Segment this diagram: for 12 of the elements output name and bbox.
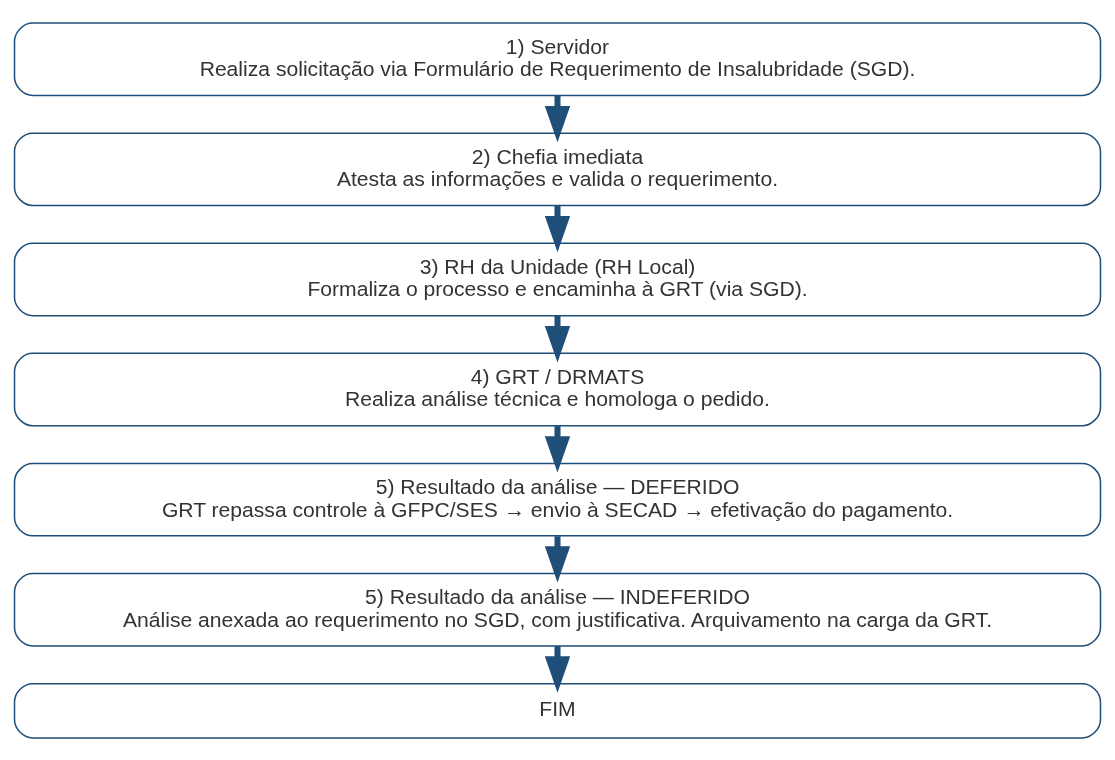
node-box: 4) GRT / DRMATS Realiza análise técnica e homologa o pedido. [13, 352, 1102, 426]
node-box: 1) Servidor Realiza solicitação via Formulário de Requerimento de Insalubridade (SGD). [13, 21, 1102, 96]
arrow [544, 95, 571, 142]
arrow [544, 425, 571, 472]
node-box: 5) Resultado da análise — DEFERIDO GRT repassa controle à GFPC/SES → envio à SECAD → efetivação do pagamento. [13, 462, 1102, 537]
node-box: 5) Resultado da análise — INDEFERIDO Análise anexada ao requerimento no SGD, com justificativa. Arquivamento na carga da GRT. [13, 572, 1102, 647]
node-box: 3) RH da Unidade (RH Local) Formaliza o processo e encaminha à GRT (via SGD). [13, 242, 1102, 316]
arrow [544, 535, 571, 583]
node-box: 2) Chefia imediata Atesta as informações e valida o requerimento. [13, 131, 1102, 206]
arrow [544, 205, 571, 252]
arrow [544, 315, 571, 362]
node-box: FIM [13, 682, 1102, 739]
